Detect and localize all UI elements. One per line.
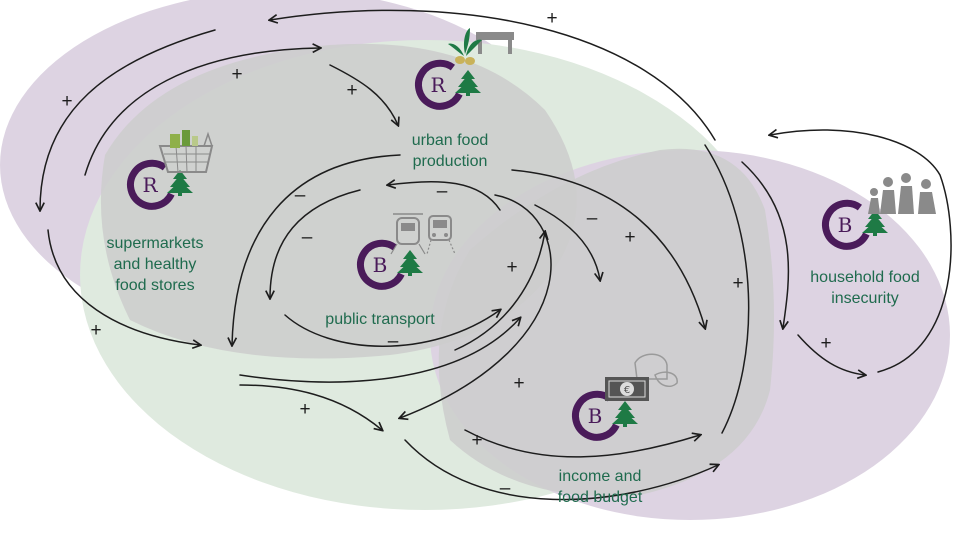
plant-bench-icon (448, 28, 514, 65)
loop-letter: R (430, 73, 446, 97)
label-line: food budget (557, 489, 643, 506)
polarity-sign: – (500, 478, 511, 499)
train-bus-icon (390, 213, 456, 255)
polarity-sign: + (90, 320, 101, 341)
loop-indicator-supermarkets: R (127, 159, 193, 210)
polarity-sign: – (388, 331, 399, 352)
label-line: insecurity (831, 290, 899, 307)
label-line: household food (810, 269, 920, 286)
polarity-sign: + (624, 227, 635, 248)
label-line: urban food (411, 132, 489, 149)
polarity-sign: – (437, 181, 448, 202)
node-label-household-food-insecurity: household food insecurity (795, 267, 935, 309)
polarity-signs: + + + + – – – – + + + + – + + + + – (61, 8, 831, 499)
loop-indicator-public-transport: B (357, 239, 423, 290)
reinforcing-loop-icon (415, 59, 463, 110)
loop-letter: B (838, 213, 853, 237)
arrow-bottom-middle (239, 384, 382, 430)
arrow-big-circle-up (239, 318, 520, 383)
arrow-transport-inner-left (270, 189, 361, 298)
polarity-sign: + (346, 80, 357, 101)
balancing-loop-icon (572, 390, 620, 441)
polarity-sign: + (732, 273, 743, 294)
polarity-sign: – (587, 208, 598, 229)
people-group-icon (868, 173, 936, 214)
arrow-urban-to-left (232, 154, 401, 345)
polarity-sign: + (231, 64, 242, 85)
arrow-urban-right-1 (511, 169, 705, 328)
arrow-left-bottom (47, 229, 200, 345)
arrow-top-left-inner (84, 48, 320, 176)
loop-indicator-household-food-insecurity: B (822, 199, 888, 250)
loop-letter: B (588, 404, 603, 428)
arrow-insecurity-bottom (797, 334, 865, 375)
arrow-urban-right-2 (534, 204, 600, 280)
region-overlap-right (438, 148, 774, 497)
label-line: income and (558, 468, 642, 485)
polarity-sign: – (302, 227, 313, 248)
node-label-urban-food-production: urban food production (385, 130, 515, 172)
loop-indicator-income-food-budget: B (572, 390, 638, 441)
svg-text:€: € (624, 385, 630, 396)
causal-arrows (40, 9, 952, 501)
arrow-transport-outer-top (388, 182, 501, 211)
node-label-public-transport: public transport (300, 309, 460, 330)
node-label-supermarkets: supermarkets and healthy food stores (90, 233, 220, 296)
loop-indicator-urban-food-production: R (415, 59, 481, 110)
polarity-sign: + (513, 373, 524, 394)
label-line: public transport (325, 311, 435, 328)
reinforcing-loop-icon (127, 159, 175, 210)
arrow-income-up (454, 232, 545, 351)
polarity-sign: + (506, 257, 517, 278)
arrow-bottom-wide (404, 439, 718, 501)
polarity-sign: + (61, 91, 72, 112)
label-line: production (412, 153, 488, 170)
balancing-loop-icon (822, 199, 870, 250)
arrow-top-long (270, 9, 716, 141)
label-line: and healthy (113, 256, 197, 273)
arrow-top-left-outer (40, 29, 216, 210)
arrow-transport-bottom (284, 310, 500, 347)
loop-letter: B (373, 253, 388, 277)
label-line: supermarkets (106, 235, 204, 252)
arrow-far-right-loop (770, 130, 952, 373)
balancing-loop-icon (357, 239, 405, 290)
polarity-sign: + (471, 430, 482, 451)
polarity-sign: + (299, 399, 310, 420)
arrow-to-urban (329, 64, 398, 125)
polarity-sign: + (820, 333, 831, 354)
loop-letter: R (142, 173, 158, 197)
arrow-vertical-right (704, 144, 750, 434)
polarity-sign: + (546, 8, 557, 29)
polarity-sign: – (295, 185, 306, 206)
shopping-basket-icon (158, 130, 214, 173)
arrow-transport-right-loop (400, 194, 552, 418)
arrow-income-bottom-left (464, 429, 700, 458)
arrow-insecurity-down (741, 161, 790, 328)
node-label-income-food-budget: income and food budget (535, 466, 665, 508)
banknote-bread-icon: € (605, 353, 678, 401)
label-line: food stores (115, 277, 195, 294)
